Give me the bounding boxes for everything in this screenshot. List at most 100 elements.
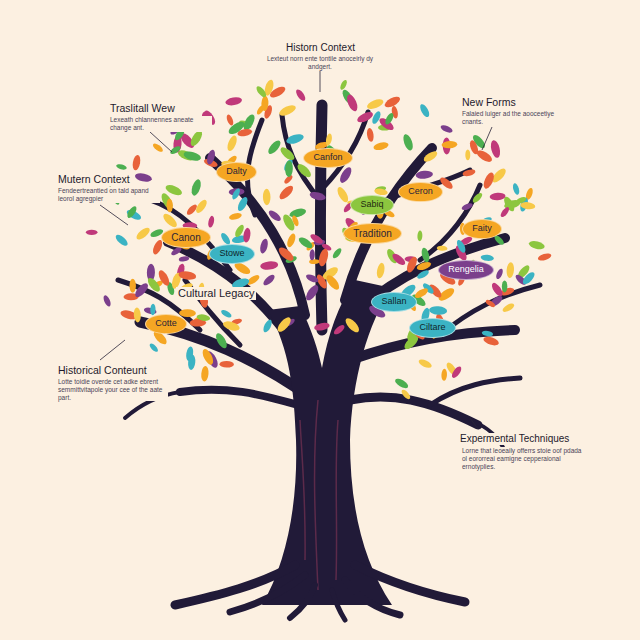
leaf [391, 252, 407, 267]
leaf [317, 248, 330, 267]
leaf [441, 369, 447, 381]
leaf [178, 270, 197, 281]
leaf-bubble: Canon [161, 227, 211, 248]
leaf [313, 322, 330, 332]
bubble-text: Cotte [154, 319, 178, 329]
leaf [465, 150, 470, 161]
leaf [376, 262, 386, 279]
branch [168, 242, 296, 345]
leaf [489, 139, 501, 159]
leaf [429, 306, 448, 316]
leaf [400, 388, 412, 400]
leaf [236, 196, 250, 213]
callout-note: Lotte toidie overde cet adke ebrent semm… [56, 378, 168, 401]
callout-heading: Historical Conteunt [56, 364, 149, 377]
leaf [207, 215, 215, 228]
leaf [150, 304, 156, 316]
leaf [309, 249, 315, 260]
leaf [420, 247, 430, 263]
leaf [515, 196, 528, 206]
leaf [416, 269, 430, 281]
callout-note: Fendeertreantied on tald apand leorol ag… [56, 187, 160, 203]
leaf [275, 315, 293, 334]
callout-heading: Historn Context [284, 42, 357, 54]
callout-heading: Traslitall Wew [108, 102, 177, 115]
leaf [366, 97, 385, 111]
leaf-texture [86, 79, 552, 401]
leaf-bubble: Canfon [303, 148, 353, 168]
leaf-bubble: Cotte [145, 314, 187, 334]
leader-line [100, 340, 125, 360]
bubble-text: Faity [471, 224, 493, 234]
leaf-bubble: Dalty [216, 162, 257, 182]
leaf [422, 149, 439, 163]
leaf [489, 192, 505, 200]
leaf [383, 94, 402, 109]
callout-heading: Mutern Context [56, 173, 132, 186]
leaf [260, 260, 279, 270]
leaf [196, 313, 210, 321]
leaf-bubble: Ciltare [409, 318, 456, 338]
leaf [417, 230, 422, 241]
leaf [268, 85, 287, 100]
leaf-bubble: Stowe [209, 244, 255, 264]
bubble-text: Canfon [312, 153, 344, 163]
leaf [437, 245, 448, 251]
leaf [325, 133, 333, 146]
leaf [512, 182, 521, 195]
leaf [285, 160, 293, 177]
leader-line [320, 70, 321, 92]
leaf [485, 299, 496, 309]
leader-line [470, 418, 478, 429]
leaf [418, 103, 431, 119]
leaf [528, 240, 545, 251]
leaf [401, 133, 414, 152]
leaf [179, 309, 196, 317]
branch [350, 397, 478, 425]
leaf [495, 268, 504, 280]
leaf [194, 198, 209, 215]
leaf [521, 270, 537, 286]
bubble-text: Stowe [218, 249, 246, 259]
bubble-text: Tradition [352, 228, 393, 239]
branch [321, 105, 323, 330]
leaf [278, 145, 296, 162]
root [230, 575, 305, 612]
bark-lines [300, 400, 338, 590]
bark-line [315, 400, 318, 590]
leaf [331, 247, 343, 260]
leaf [255, 85, 268, 99]
leaf [148, 342, 159, 353]
leaf [440, 124, 454, 135]
bubble-text: Canon [170, 232, 202, 243]
leaf [415, 170, 433, 179]
callout-note: Lexeath chlannennes aneate change ant. [108, 116, 212, 132]
leaf [220, 308, 233, 319]
leaf [285, 132, 305, 146]
leaf [266, 139, 282, 156]
leaf [289, 207, 307, 219]
leaf-bubble: Tradition [343, 223, 402, 244]
leaf [228, 212, 242, 221]
leaf [157, 269, 172, 288]
branch [430, 378, 520, 405]
leaf [482, 335, 499, 347]
leaf-bubble: Sabiq [350, 195, 394, 215]
leaf [502, 281, 507, 293]
leaf [455, 239, 467, 254]
leaf [281, 213, 297, 233]
branch [180, 390, 298, 405]
leaf [482, 171, 496, 190]
leaf [169, 145, 182, 156]
leaf [233, 224, 245, 239]
leaf [343, 316, 361, 334]
leaf [339, 79, 348, 91]
callout-heading: Expermental Techniques [458, 433, 571, 445]
leaf [324, 273, 341, 292]
callout-note: Lorne that leoeaily offerrs stoie oof pd… [460, 447, 586, 470]
leaf [231, 187, 242, 200]
leaf [135, 226, 152, 242]
bark-line [336, 420, 338, 580]
tree-roots [175, 565, 465, 620]
